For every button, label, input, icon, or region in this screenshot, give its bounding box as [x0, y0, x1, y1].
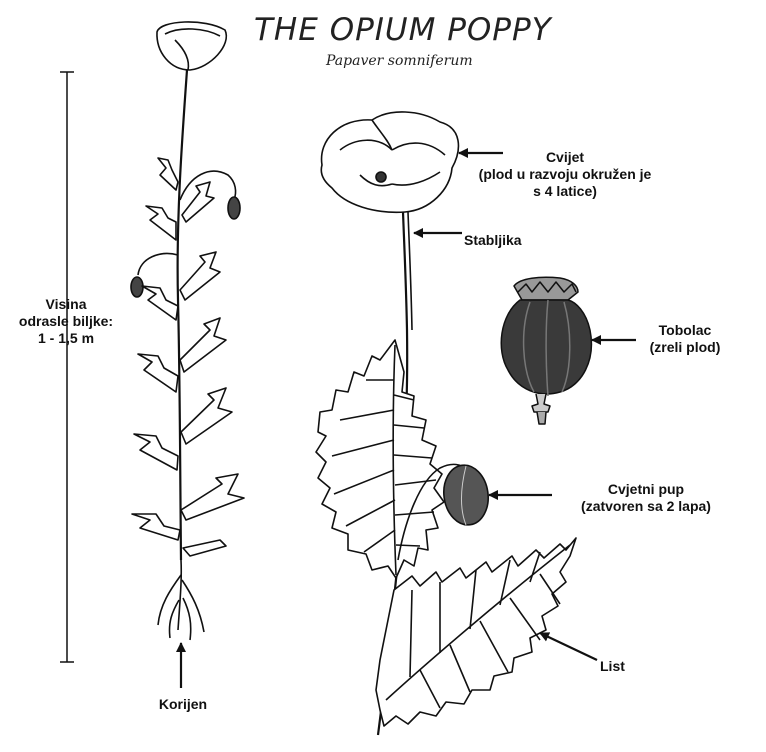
- height-label-line2: odrasle biljke:: [6, 313, 126, 330]
- flower-label: Cvijet (plod u razvoju okružen je s 4 la…: [450, 149, 680, 200]
- height-label: Visina odrasle biljke: 1 - 1,5 m: [6, 296, 126, 347]
- bud-label-line1: Cvjetni pup: [556, 481, 736, 498]
- flower-label-line3: s 4 latice): [450, 183, 680, 200]
- whole-plant-illustration: [131, 22, 244, 640]
- flower-label-line2: (plod u razvoju okružen je: [450, 166, 680, 183]
- root-label: Korijen: [143, 696, 223, 713]
- diagram-subtitle: Papaver somniferum: [326, 53, 473, 69]
- height-label-line3: 1 - 1,5 m: [6, 330, 126, 347]
- height-scale-bar: [60, 72, 74, 662]
- leaf-label: List: [600, 658, 625, 675]
- flower-label-line1: Cvijet: [450, 149, 680, 166]
- stem-label: Stabljika: [464, 232, 522, 249]
- height-label-line1: Visina: [6, 296, 126, 313]
- bud-label-line2: (zatvoren sa 2 lapa): [556, 498, 736, 515]
- bud-label: Cvjetni pup (zatvoren sa 2 lapa): [556, 481, 736, 515]
- diagram-title: THE OPIUM POPPY: [254, 12, 552, 48]
- capsule-label-line1: Tobolac: [630, 322, 740, 339]
- capsule-label: Tobolac (zreli plod): [630, 322, 740, 356]
- large-flower-illustration: [316, 112, 576, 735]
- capsule-label-line2: (zreli plod): [630, 339, 740, 356]
- capsule-illustration: [501, 277, 591, 424]
- arrow-leaf: [540, 633, 597, 660]
